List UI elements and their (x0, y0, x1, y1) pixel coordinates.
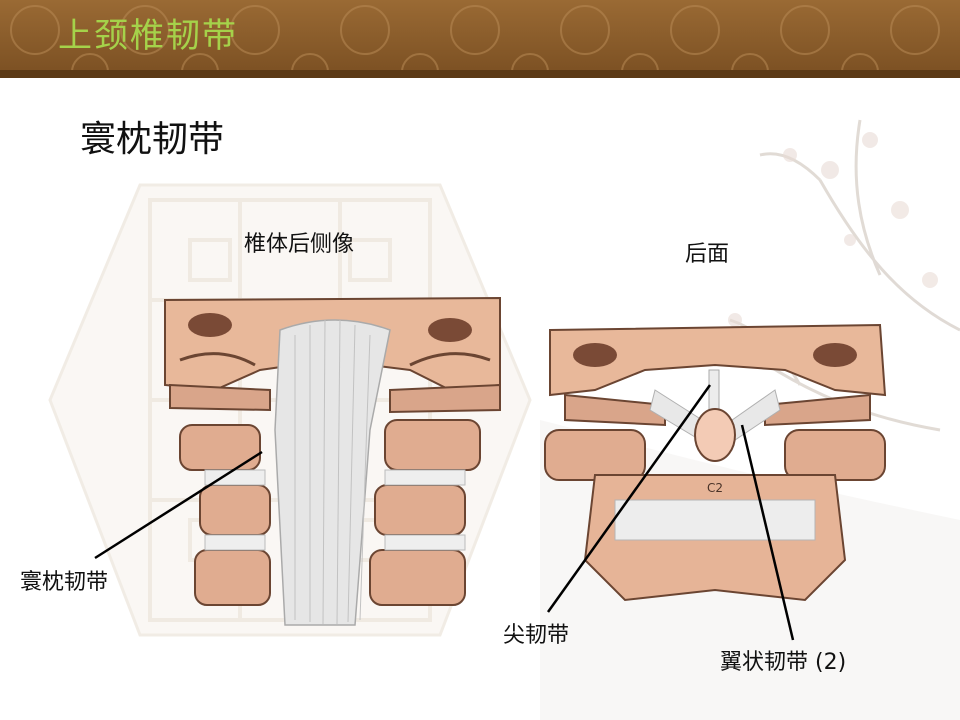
left-figure-caption: 椎体后侧像 (244, 232, 355, 257)
cervical-vertebrae-left (179, 424, 271, 606)
posterior-lateral-figure (164, 296, 501, 626)
tectorial-membrane (274, 319, 391, 626)
header-band (0, 0, 960, 78)
label-atlanto-occipital-ligament: 寰枕韧带 (20, 570, 109, 595)
section-subtitle: 寰枕韧带 (80, 119, 225, 160)
slide-title: 上颈椎韧带 (58, 16, 238, 56)
right-figure-caption: 后面 (685, 242, 730, 267)
occipital-bone-posterior (549, 323, 887, 397)
c2-ligament-band (614, 499, 816, 541)
posterior-view-figure: C2 (544, 323, 887, 602)
label-alar-ligament: 翼状韧带 (2) (720, 650, 847, 675)
label-apical-ligament: 尖韧带 (503, 623, 570, 648)
atlas-arches (169, 383, 501, 414)
dens (694, 408, 736, 462)
c2-label: C2 (707, 481, 723, 495)
cervical-vertebrae-right (369, 419, 481, 606)
header-stripe (0, 70, 960, 78)
